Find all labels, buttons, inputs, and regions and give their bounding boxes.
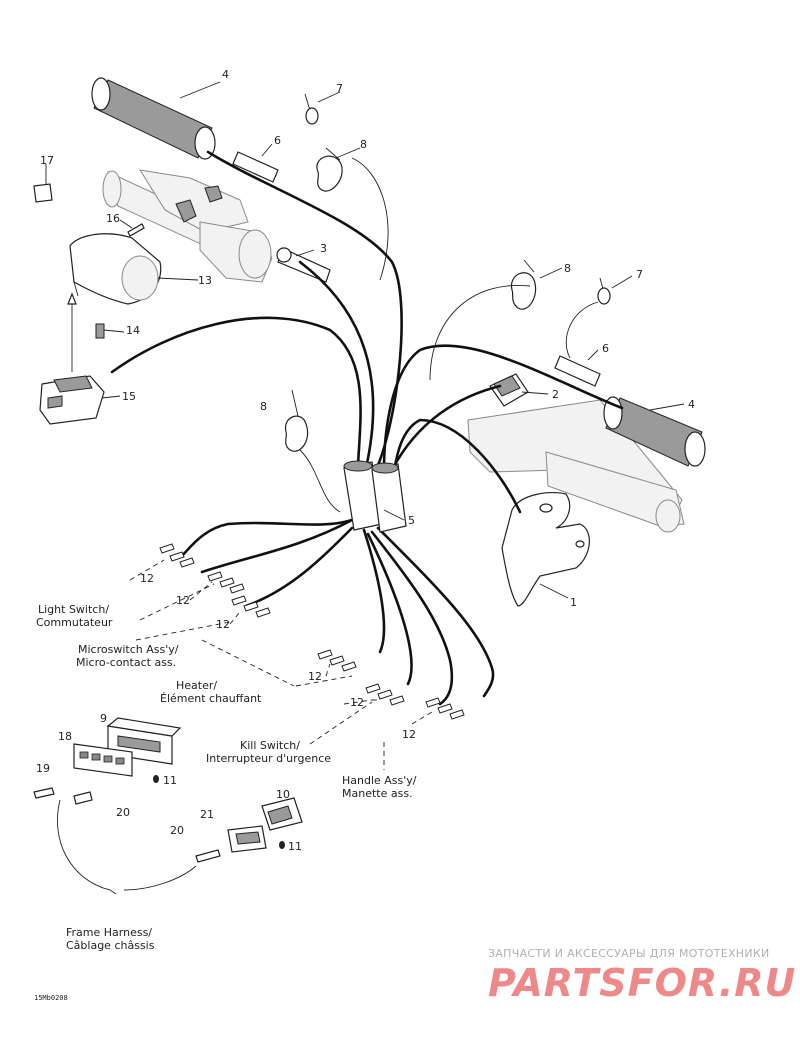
svg-text:Handle Ass'y/: Handle Ass'y/ bbox=[342, 774, 417, 787]
callout: 21 bbox=[200, 808, 214, 821]
svg-text:Micro-contact ass.: Micro-contact ass. bbox=[76, 656, 176, 669]
light-switch-16 bbox=[39, 375, 105, 425]
right-grip bbox=[603, 396, 706, 467]
callout: 15 bbox=[122, 390, 136, 403]
callout: 12 bbox=[402, 728, 416, 741]
callout: 8 bbox=[260, 400, 267, 413]
cable-tie-upper-8 bbox=[316, 147, 343, 192]
right-handlebar-assembly bbox=[467, 399, 685, 533]
svg-text:Kill Switch/: Kill Switch/ bbox=[240, 739, 300, 752]
drawing-reference: 15Mb0208 bbox=[34, 994, 68, 1002]
terminals-20-21 bbox=[33, 787, 221, 863]
spacer-upper bbox=[232, 151, 279, 183]
callout: 18 bbox=[58, 730, 72, 743]
kill-switch-label: Kill Switch/ Interrupteur d'urgence bbox=[206, 739, 331, 765]
cable-tie-right-7 bbox=[597, 277, 611, 305]
heater-label: Heater/ Élément chauffant bbox=[160, 679, 262, 705]
callout: 9 bbox=[100, 712, 107, 725]
callout: 16 bbox=[106, 212, 120, 225]
callout: 19 bbox=[36, 762, 50, 775]
callout: 8 bbox=[564, 262, 571, 275]
connector-housing-10 bbox=[261, 797, 303, 831]
callout: 5 bbox=[408, 514, 415, 527]
callout-numbers: 1 2 3 4 4 5 6 6 7 7 8 8 8 9 10 11 11 12 … bbox=[36, 68, 695, 853]
handle-label: Handle Ass'y/ Manette ass. bbox=[342, 774, 417, 800]
callout: 20 bbox=[170, 824, 184, 837]
callout: 6 bbox=[602, 342, 609, 355]
svg-text:Frame Harness/: Frame Harness/ bbox=[66, 926, 152, 939]
svg-text:Câblage châssis: Câblage châssis bbox=[66, 939, 155, 952]
callout: 12 bbox=[216, 618, 230, 631]
callout: 12 bbox=[176, 594, 190, 607]
watermark-tagline: ЗАПЧАСТИ И АКСЕССУАРЫ ДЛЯ МОТОТЕХНИКИ bbox=[488, 947, 770, 960]
microswitch-label: Microswitch Ass'y/ Micro-contact ass. bbox=[76, 643, 179, 669]
svg-text:Microswitch Ass'y/: Microswitch Ass'y/ bbox=[78, 643, 179, 656]
connector-22 bbox=[227, 825, 267, 853]
svg-text:Interrupteur d'urgence: Interrupteur d'urgence bbox=[206, 752, 331, 765]
callout: 10 bbox=[276, 788, 290, 801]
cable-tie-mid-8 bbox=[284, 389, 309, 452]
callout: 1 bbox=[570, 596, 577, 609]
svg-text:Light Switch/: Light Switch/ bbox=[38, 603, 109, 616]
callout: 7 bbox=[636, 268, 643, 281]
microswitch-2 bbox=[489, 373, 529, 407]
callout: 2 bbox=[552, 388, 559, 401]
callout: 3 bbox=[320, 242, 327, 255]
watermark: ЗАПЧАСТИ И АКСЕССУАРЫ ДЛЯ МОТОТЕХНИКИ PA… bbox=[488, 947, 796, 1005]
svg-text:Heater/: Heater/ bbox=[176, 679, 217, 692]
spacer-right bbox=[554, 355, 601, 387]
left-handlebar-assembly bbox=[102, 169, 331, 283]
callout: 17 bbox=[40, 154, 54, 167]
leader-lines bbox=[45, 81, 685, 895]
connector-19 bbox=[73, 743, 133, 777]
callout: 4 bbox=[222, 68, 229, 81]
lock-11 bbox=[153, 775, 285, 849]
harness-wires bbox=[110, 150, 624, 706]
callout: 11 bbox=[163, 774, 177, 787]
svg-text:Commutateur: Commutateur bbox=[36, 616, 113, 629]
throttle-lever-1 bbox=[501, 491, 590, 607]
sticker-18 bbox=[33, 183, 53, 203]
light-switch-housing bbox=[69, 233, 162, 305]
svg-text:Élément chauffant: Élément chauffant bbox=[160, 692, 262, 705]
callout: 12 bbox=[350, 696, 364, 709]
screw-17 bbox=[127, 223, 145, 237]
callout: 8 bbox=[360, 138, 367, 151]
callout: 7 bbox=[336, 82, 343, 95]
light-switch-label: Light Switch/ Commutateur bbox=[36, 603, 113, 629]
spring-15 bbox=[95, 323, 105, 339]
frame-harness-label: Frame Harness/ Câblage châssis bbox=[66, 926, 155, 952]
callout: 13 bbox=[198, 274, 212, 287]
wire-sleeve-5 bbox=[343, 460, 407, 533]
callout: 20 bbox=[116, 806, 130, 819]
callout: 12 bbox=[308, 670, 322, 683]
cable-tie-right-8 bbox=[510, 259, 537, 310]
callout: 12 bbox=[140, 572, 154, 585]
watermark-brand: PARTSFOR.RU bbox=[488, 961, 796, 1005]
callout: 14 bbox=[126, 324, 140, 337]
callout: 6 bbox=[274, 134, 281, 147]
left-grip bbox=[91, 77, 216, 160]
svg-text:Manette ass.: Manette ass. bbox=[342, 787, 413, 800]
terminal-clusters bbox=[159, 543, 465, 720]
callout: 11 bbox=[288, 840, 302, 853]
cable-tie-upper-7 bbox=[304, 93, 319, 125]
callout: 4 bbox=[688, 398, 695, 411]
